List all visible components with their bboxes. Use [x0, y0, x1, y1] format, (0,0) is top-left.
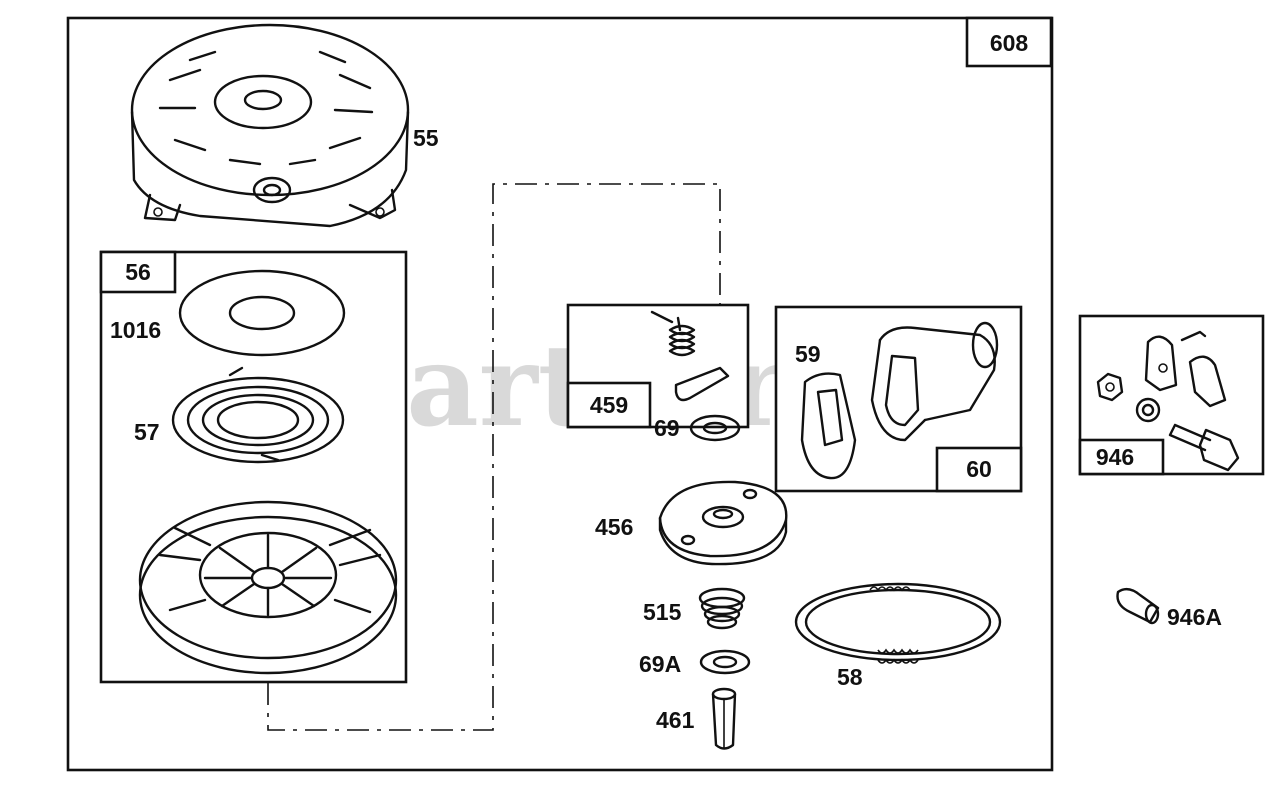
- box-label-60: 60: [966, 456, 992, 482]
- callout-1016: 1016: [110, 317, 161, 343]
- bushing-946a-drawing: [1116, 587, 1160, 625]
- pawl-spring-drawing: [650, 310, 730, 402]
- callout-515: 515: [643, 599, 682, 625]
- leader-line: [267, 183, 721, 731]
- box-label-56: 56: [125, 259, 151, 285]
- box-label-608: 608: [990, 30, 1029, 56]
- starter-handle-drawing: [870, 321, 999, 442]
- box-label-608-frame: [965, 16, 1053, 68]
- retainer-456-drawing: [658, 480, 788, 566]
- starter-housing-drawing: [130, 23, 410, 228]
- washer-69a-drawing: [699, 649, 751, 675]
- pulley-drawing: [138, 500, 398, 675]
- box-label-459: 459: [590, 392, 628, 418]
- callout-57: 57: [134, 419, 160, 445]
- callout-461: 461: [656, 707, 695, 733]
- box-label-459-frame: [566, 381, 652, 429]
- callout-59: 59: [795, 341, 821, 367]
- washer-1016-drawing: [178, 269, 346, 357]
- rewind-assembly-frame: [99, 250, 408, 684]
- callout-456: 456: [595, 514, 633, 540]
- callout-69a: 69A: [639, 651, 681, 677]
- callout-55: 55: [413, 125, 439, 151]
- washer-69-drawing: [689, 414, 741, 442]
- spring-515-drawing: [698, 587, 746, 630]
- callout-946a: 946A: [1167, 604, 1222, 630]
- rope-58-drawing: [794, 582, 1002, 664]
- clamp-kit-drawing: [1096, 330, 1240, 472]
- pin-461-drawing: [711, 687, 737, 750]
- rewind-spring-drawing: [171, 366, 345, 464]
- box-label-946-frame: [1078, 438, 1165, 476]
- handle-insert-drawing: [800, 372, 857, 480]
- box-label-60-frame: [935, 446, 1023, 493]
- starter-handle-frame: [774, 305, 1023, 493]
- callout-69: 69: [654, 415, 680, 441]
- box-label-56-frame: [99, 250, 177, 294]
- box-label-946: 946: [1096, 444, 1134, 470]
- callout-58: 58: [837, 664, 863, 690]
